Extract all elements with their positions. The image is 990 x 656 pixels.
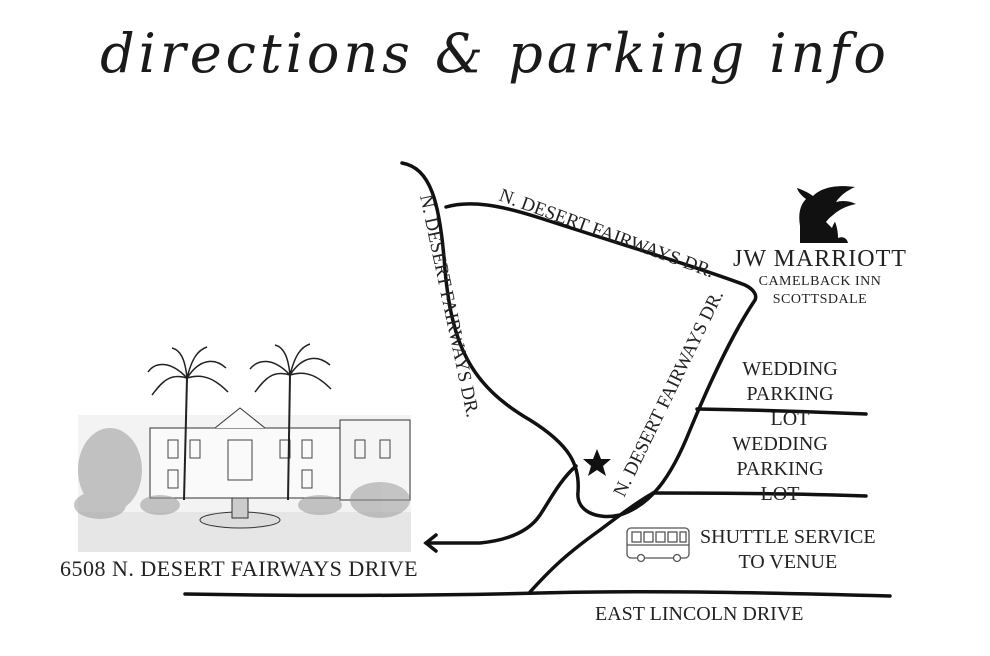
parking-lot-1-line2: PARKING LOT: [746, 383, 834, 430]
parking-lot-1: WEDDING PARKING LOT: [726, 357, 854, 432]
left-road-label: N. DESERT FAIRWAYS DR.: [415, 193, 483, 419]
parking-lot-2-line1: WEDDING: [732, 433, 828, 455]
griffin-icon: [797, 186, 856, 243]
diagonal-road-label: N. DESERT FAIRWAYS DR.: [610, 287, 728, 500]
top-road-label: N. DESERT FAIRWAYS DR.: [496, 185, 717, 282]
shuttle-line2: TO VENUE: [738, 551, 838, 573]
shuttle-label: SHUTTLE SERVICE TO VENUE: [700, 525, 876, 575]
lot2-road: [651, 491, 868, 498]
hotel-city: SCOTTSDALE: [772, 292, 868, 307]
road-left: [400, 161, 757, 519]
shuttle-line1: SHUTTLE SERVICE: [700, 526, 876, 548]
arrow-head-icon: [423, 533, 438, 553]
road-bottom: [183, 590, 892, 598]
parking-lot-2-line2: PARKING LOT: [736, 458, 824, 505]
venue-address: 6508 N. DESERT FAIRWAYS DRIVE: [60, 556, 419, 581]
hotel-name: CAMELBACK INN: [758, 274, 882, 289]
parking-lot-2: WEDDING PARKING LOT: [716, 432, 844, 507]
bottom-road-label: EAST LINCOLN DRIVE: [595, 603, 804, 625]
road-top: [444, 202, 758, 302]
star-icon: [583, 449, 611, 476]
hotel-logo: JW MARRIOTT CAMELBACK INN SCOTTSDALE: [730, 246, 910, 309]
lot1-road: [695, 407, 868, 416]
road-connector: [528, 490, 657, 594]
venue-sketch: [74, 343, 411, 552]
page-title: directions & parking info: [100, 22, 890, 85]
hotel-brand: JW MARRIOTT: [733, 246, 907, 272]
bus-icon: [626, 527, 690, 563]
arrow-road: [424, 464, 578, 545]
parking-lot-1-line1: WEDDING: [742, 358, 838, 380]
